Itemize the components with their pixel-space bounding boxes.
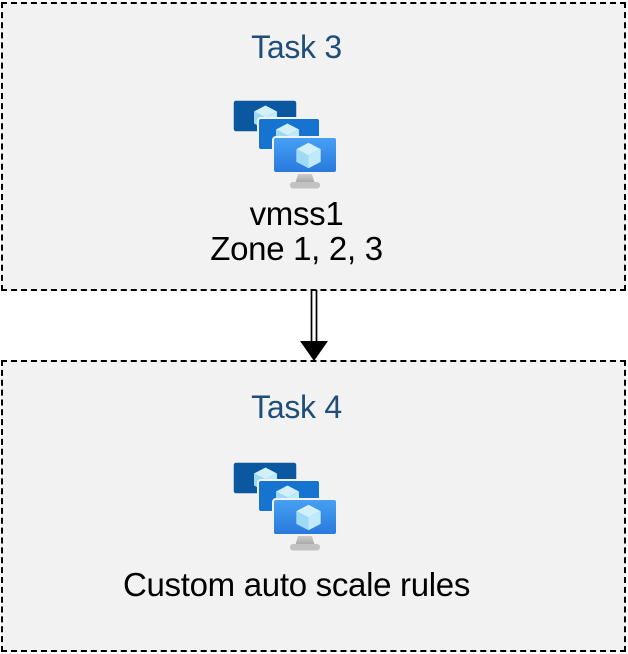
arrowhead-icon (300, 341, 328, 361)
vmss-name-label: vmss1 (249, 195, 344, 232)
task4-box: Task 4 Custom auto scale rules (1, 360, 626, 652)
autoscale-label: Custom auto scale rules (122, 566, 471, 603)
task3-title: Task 3 (251, 29, 342, 65)
task4-caption: Custom auto scale rules (0, 567, 607, 602)
down-arrow-connector (300, 290, 328, 361)
virtual-machine-scale-set-icon (232, 461, 338, 551)
zones-label: Zone 1, 2, 3 (210, 230, 383, 267)
virtual-machine-scale-set-icon (232, 99, 338, 189)
task4-title: Task 4 (251, 389, 342, 425)
